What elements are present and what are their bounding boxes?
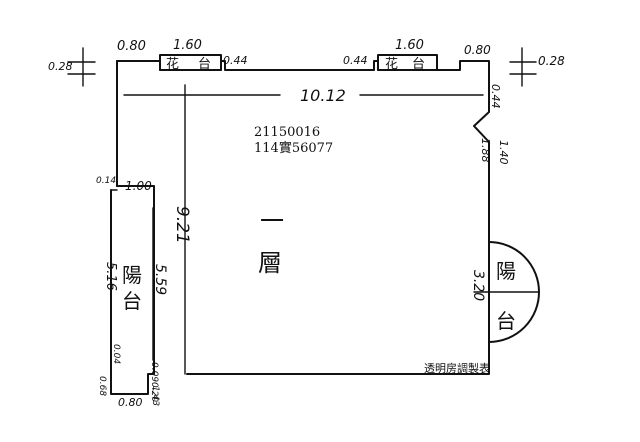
balcony-left-top: 陽 — [122, 263, 142, 287]
dim-depth: 9.21 — [172, 206, 192, 244]
dim-028-left: 0.28 — [48, 60, 73, 73]
dim-080-right: 0.80 — [464, 43, 491, 57]
dim-068: 0.68 — [97, 376, 107, 396]
balcony-right-top: 陽 — [496, 259, 516, 283]
side-marker-right — [509, 47, 537, 87]
dim-160-right: 1.60 — [395, 38, 424, 53]
dim-320: 3.20 — [470, 270, 486, 301]
dim-044-side: 0.44 — [489, 84, 502, 109]
flower-box-right — [377, 54, 438, 71]
balcony-right-bottom: 台 — [496, 309, 516, 333]
dim-total-width: 10.12 — [300, 86, 346, 105]
side-marker-left — [67, 47, 96, 87]
dim-009: 0.09 — [149, 362, 159, 382]
balcony-left-bottom: 台 — [122, 289, 142, 313]
dim-020: 0.20 — [149, 382, 159, 402]
dim-188: 1.88 — [479, 138, 492, 163]
dim-balcony-width: 1.00 — [125, 179, 152, 193]
dim-080-left: 0.80 — [117, 39, 146, 54]
left-balcony-outline — [110, 185, 155, 395]
dim-028-right: 0.28 — [538, 54, 565, 68]
flower-box-right-2: 台 — [412, 57, 425, 72]
dim-balcony-length: 5.16 — [103, 262, 118, 291]
dim-143: 1.43 — [150, 386, 160, 406]
flower-box-left-1: 花 — [166, 56, 179, 72]
dim-080-bottom: 0.80 — [118, 396, 143, 409]
dim-balcony-depth: 5.59 — [152, 264, 168, 295]
id-line-2: 114實56077 — [254, 140, 333, 156]
flower-box-left-2: 台 — [198, 57, 211, 72]
dim-044-right: 0.44 — [343, 54, 368, 67]
id-line-1: 21150016 — [254, 125, 320, 140]
dim-004: 0.04 — [111, 344, 121, 364]
floor-label-bottom: 層 — [258, 249, 282, 277]
flower-box-left — [159, 54, 222, 71]
dim-140: 1.40 — [497, 140, 510, 165]
dim-014: 0.14 — [96, 176, 116, 186]
dim-160-left: 1.60 — [173, 38, 202, 53]
flower-box-right-1: 花 — [385, 56, 398, 72]
floor-label-top: 一 — [260, 207, 284, 235]
dim-044-left: 0.44 — [223, 54, 248, 67]
footer-label: 透明房調製表 — [424, 361, 490, 375]
